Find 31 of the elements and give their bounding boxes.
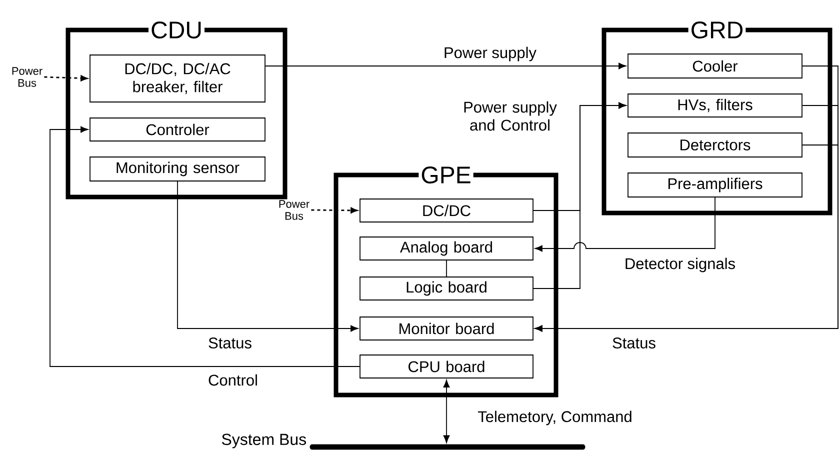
module-box: Cooler [628,54,802,78]
module-box: Monitor board [360,316,534,340]
module-box: Analog board [360,236,534,260]
module-box: Monitoring sensor [90,156,266,182]
edge-label: Power supply and Control [464,101,557,131]
arrow [533,102,626,289]
arrow [534,144,838,332]
arrow [44,75,88,82]
module-box: Pre-amplifiers [628,172,802,198]
module-box: HVs, filters [628,94,802,118]
bus-label: Power Bus [279,200,310,220]
module-box: Deterctors [628,132,802,158]
module-box: DC/DC [360,198,534,222]
module-box: DC/DC, DC/AC breaker, filter [90,54,266,102]
edge-label: Status [208,338,252,348]
arrow [311,207,358,214]
bus-label: System Bus [222,434,306,448]
arrow [177,181,358,332]
bus-label: Power Bus [12,67,42,87]
arrow [534,197,716,252]
module-box: Logic board [360,276,534,300]
arrow [265,62,626,70]
edge-label: Control [208,374,257,386]
edge-label: Detector signals [626,258,735,272]
edge-label: Power supply [444,46,536,62]
edge-label: Telemetory, Command [478,410,632,426]
edge-label: Status [612,338,656,348]
arrow [50,126,360,367]
module-box: Controler [90,118,266,142]
arrow [443,380,450,443]
module-box: CPU board [360,354,534,378]
